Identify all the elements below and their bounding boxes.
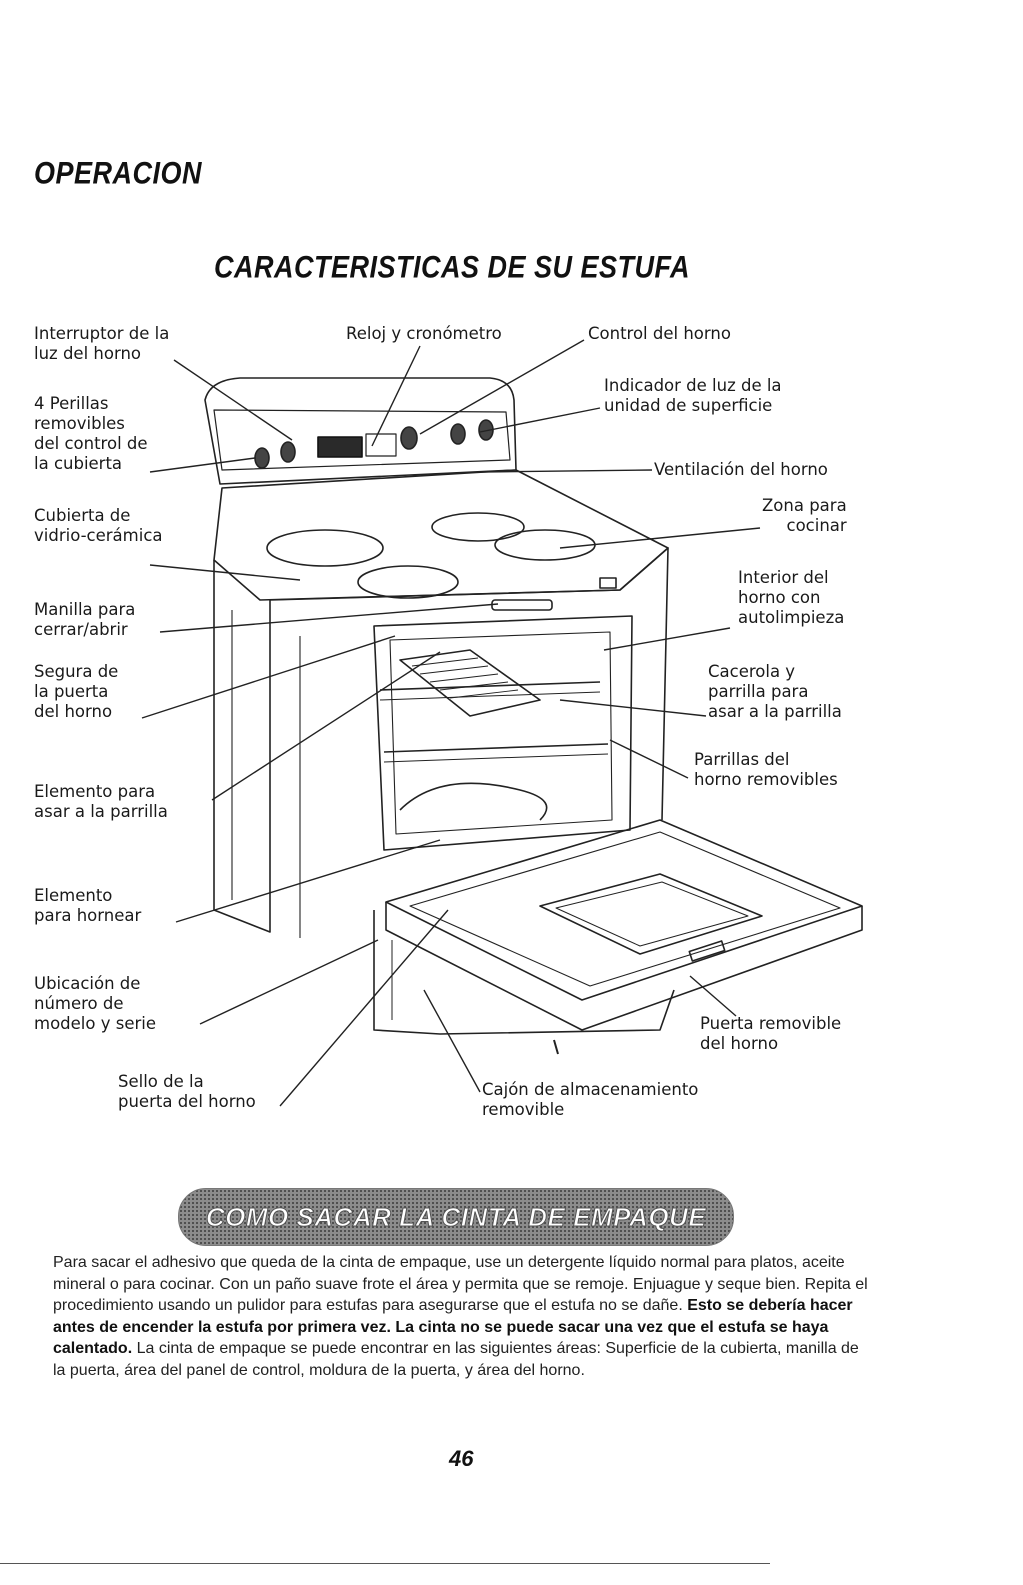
clock-display — [317, 436, 363, 458]
burner — [357, 565, 459, 599]
section-title: OPERACION — [34, 156, 203, 191]
burner — [494, 529, 596, 561]
burner — [266, 529, 384, 567]
oven-rack — [383, 743, 609, 753]
knob-icon — [450, 423, 466, 445]
label-clock-timer: Reloj y cronómetro — [346, 324, 502, 343]
instructions-paragraph: Para sacar el adhesivo que queda de la c… — [53, 1254, 868, 1379]
oven-rack — [379, 681, 601, 691]
page-number: 46 — [449, 1446, 474, 1471]
knob-icon — [254, 447, 270, 469]
warning-text: Esto se debería hacer antes de encender … — [53, 1297, 853, 1357]
door-handle — [491, 599, 553, 611]
label-oven-control: Control del horno — [588, 324, 731, 343]
knob-icon — [280, 441, 296, 463]
section-banner: COMO SACAR LA CINTA DE EMPAQUE — [178, 1188, 734, 1246]
oven-door — [385, 819, 863, 1001]
broiler-pan — [399, 649, 541, 717]
page-heading: CARACTERISTICAS DE SU ESTUFA — [214, 250, 691, 285]
storage-drawer — [373, 910, 675, 1035]
bottom-rule — [0, 1563, 770, 1564]
control-panel — [204, 377, 517, 485]
label-oven-vent: Ventilación del horno — [654, 460, 828, 479]
bake-element — [399, 782, 548, 821]
oven-cavity — [373, 615, 633, 851]
banner-title: COMO SACAR LA CINTA DE EMPAQUE — [205, 1201, 707, 1232]
burner — [431, 512, 525, 542]
door-window — [539, 873, 763, 955]
door-lock — [599, 577, 617, 589]
